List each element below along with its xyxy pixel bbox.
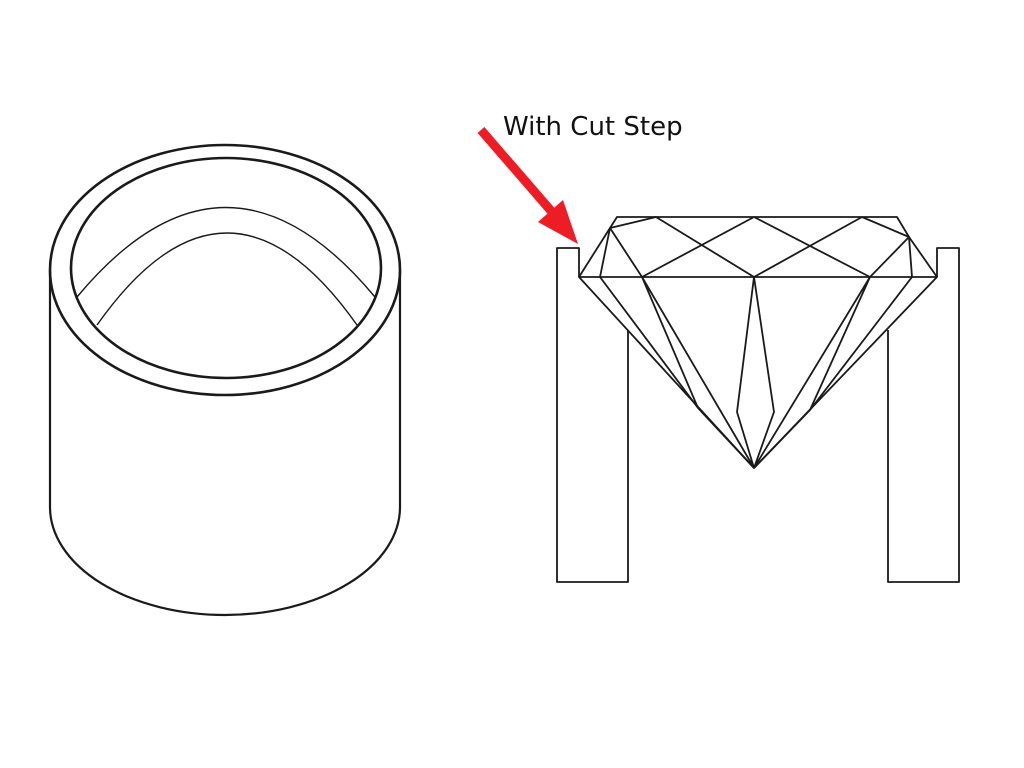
cylinder-inner-bore-arc bbox=[96, 232, 358, 326]
cylinder-bottom-edge bbox=[48, 506, 402, 617]
cylinder-inner-rim bbox=[69, 156, 383, 380]
right-prong bbox=[887, 247, 960, 583]
diamond-outline bbox=[578, 216, 938, 469]
arrow-icon bbox=[477, 127, 578, 244]
left-prong bbox=[556, 247, 629, 583]
pavilion-facets bbox=[599, 276, 913, 469]
crown-facets bbox=[599, 216, 913, 278]
cylinder-outer-rim bbox=[48, 143, 402, 397]
cylinder-inner-step-arc bbox=[76, 207, 376, 298]
cylinder-setting bbox=[48, 143, 402, 617]
annotation-label: With Cut Step bbox=[503, 112, 683, 142]
prong-setting bbox=[556, 247, 960, 583]
diamond bbox=[578, 216, 938, 469]
